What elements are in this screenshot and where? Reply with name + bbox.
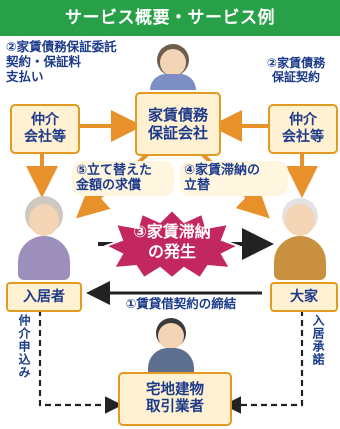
note-top-left: ②家賃債務保証委託 契約・保証料 支払い bbox=[6, 39, 117, 84]
page-title: サービス概要・サービス例 bbox=[0, 0, 340, 36]
guarantor-box: 家賃債務 保証会社 bbox=[135, 92, 221, 156]
broker-right-label: 仲介 会社等 bbox=[282, 112, 324, 145]
vertical-left-label: 仲介申込み bbox=[17, 314, 31, 379]
tenant-person-icon bbox=[16, 196, 72, 282]
lease-label: ①賃貸借契約の締結 bbox=[125, 296, 237, 311]
agent-person-icon bbox=[148, 318, 194, 372]
broker-left-box: 仲介 会社等 bbox=[10, 104, 80, 154]
tenant-label: 入居者 bbox=[23, 288, 65, 305]
broker-right-box: 仲介 会社等 bbox=[268, 104, 338, 154]
landlord-label-box: 大家 bbox=[270, 282, 338, 312]
note-advance: ④家賃滞納の 立替 bbox=[180, 161, 288, 196]
guarantor-person-icon bbox=[150, 44, 196, 90]
event-label: ③家賃滞納 の発生 bbox=[133, 222, 211, 261]
dashed-left-to-agent bbox=[38, 310, 123, 414]
agent-label: 宅地建物 取引業者 bbox=[146, 381, 204, 415]
note-top-right: ②家賃債務 保証契約 bbox=[266, 56, 326, 85]
vertical-right-label: 入居承諾 bbox=[311, 314, 325, 366]
landlord-person-icon bbox=[272, 196, 328, 282]
event-starburst bbox=[104, 208, 240, 280]
dashed-agent-to-right bbox=[223, 310, 304, 414]
broker-left-label: 仲介 会社等 bbox=[24, 112, 66, 145]
tenant-label-box: 入居者 bbox=[6, 282, 82, 312]
guarantor-label: 家賃債務 保証会社 bbox=[147, 106, 208, 142]
agent-box: 宅地建物 取引業者 bbox=[118, 372, 232, 426]
landlord-label: 大家 bbox=[290, 288, 318, 305]
note-reimburse: ⑤立て替えた 金額の求償 bbox=[72, 161, 174, 196]
